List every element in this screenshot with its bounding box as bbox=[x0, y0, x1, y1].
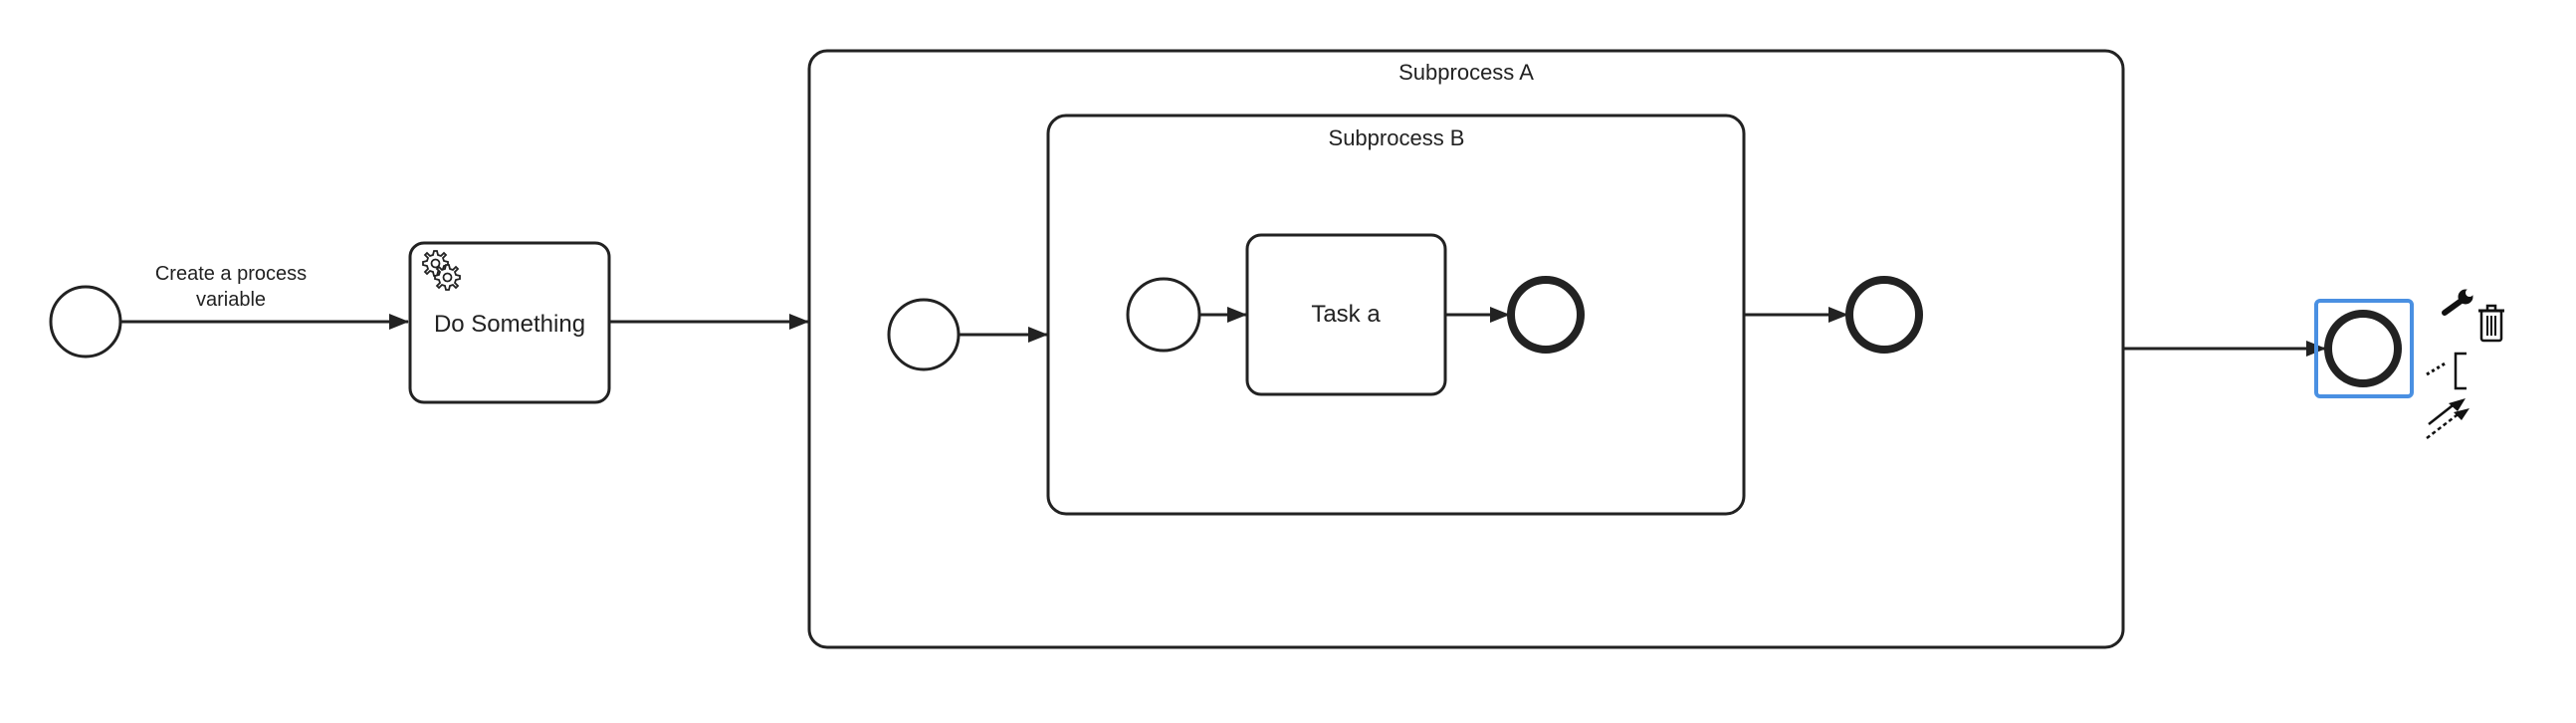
task-a[interactable]: Task a bbox=[1245, 233, 1447, 396]
end-event-subprocess-b[interactable] bbox=[1507, 276, 1585, 354]
service-task-do-something[interactable]: Do Something bbox=[408, 241, 611, 404]
task-a-label: Task a bbox=[1311, 301, 1381, 328]
gear-icon bbox=[422, 250, 461, 291]
connect-icon[interactable] bbox=[2425, 396, 2469, 440]
subprocess-b[interactable]: Subprocess B bbox=[1046, 114, 1746, 516]
end-event-subprocess-a[interactable] bbox=[1845, 276, 1923, 354]
trash-icon[interactable] bbox=[2475, 302, 2507, 346]
subprocess-a-label: Subprocess A bbox=[1398, 60, 1534, 85]
start-event-main[interactable] bbox=[49, 285, 122, 359]
text-annotation-icon[interactable] bbox=[2425, 343, 2469, 390]
end-event-main[interactable] bbox=[2324, 310, 2402, 387]
wrench-icon[interactable] bbox=[2441, 287, 2476, 323]
context-pad bbox=[2425, 287, 2507, 440]
subprocess-a[interactable]: Subprocess A bbox=[807, 49, 2125, 649]
selection-outline bbox=[2314, 299, 2414, 398]
flow-label-line2: variable bbox=[196, 289, 266, 311]
task-label-do-something: Do Something bbox=[434, 311, 585, 338]
start-event-subprocess-a[interactable] bbox=[887, 298, 961, 371]
subprocess-b-label: Subprocess B bbox=[1329, 125, 1465, 150]
start-event-subprocess-b[interactable] bbox=[1126, 277, 1201, 353]
flow-label-line1: Create a process bbox=[155, 263, 307, 285]
